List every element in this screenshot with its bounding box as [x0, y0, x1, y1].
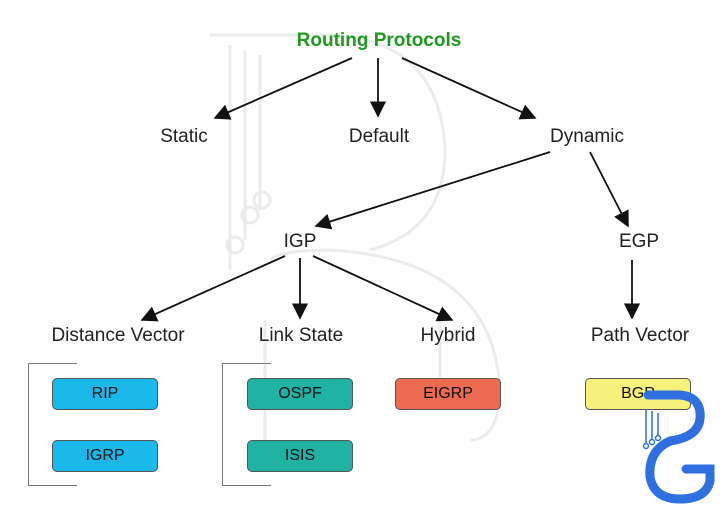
node-dynamic: Dynamic: [550, 126, 624, 147]
node-path-vector: Path Vector: [590, 325, 690, 346]
protocol-eigrp: EIGRP: [395, 378, 501, 410]
arrow-root-dynamic: [401, 57, 537, 120]
node-distance-vector: Distance Vector: [51, 325, 185, 346]
protocol-rip: RIP: [52, 378, 158, 410]
arrow-igp-hybrid: [312, 255, 454, 322]
node-link-state: Link State: [258, 325, 344, 346]
arrow-root-static: [213, 57, 353, 120]
node-hybrid: Hybrid: [420, 325, 476, 346]
arrow-dynamic-igp: [314, 151, 551, 230]
node-default: Default: [348, 126, 410, 147]
brand-logo-icon: [642, 390, 715, 504]
node-egp: EGP: [618, 231, 660, 252]
diagram-title: Routing Protocols: [296, 30, 462, 51]
node-igp: IGP: [283, 231, 317, 252]
arrow-dynamic-egp: [589, 151, 629, 228]
protocol-igrp: IGRP: [52, 440, 158, 472]
protocol-isis: ISIS: [247, 440, 353, 472]
bracket-distance-vector: [28, 363, 77, 486]
bracket-link-state: [222, 363, 271, 486]
arrow-igp-distance-vector: [140, 255, 286, 322]
node-static: Static: [160, 126, 208, 147]
protocol-ospf: OSPF: [247, 378, 353, 410]
